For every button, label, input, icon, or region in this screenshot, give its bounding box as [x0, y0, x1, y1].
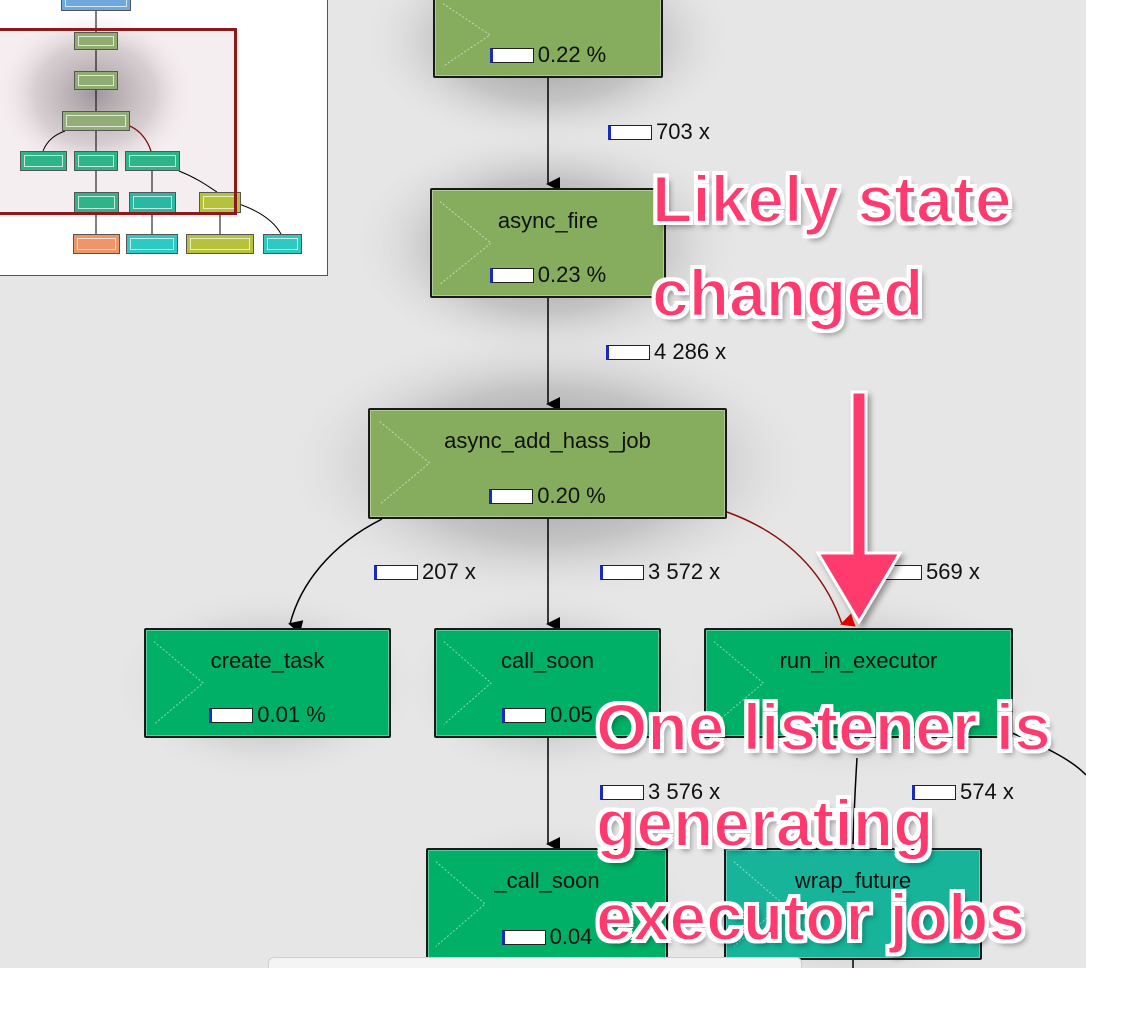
- node-title: call_soon: [501, 648, 594, 673]
- node-percentage: 0.04: [428, 924, 666, 950]
- chevron-decoration: [153, 641, 204, 725]
- chevron-decoration: [439, 201, 492, 285]
- edge-executor-to-wrap: [852, 757, 858, 845]
- edge-add-to-create: [288, 518, 383, 634]
- percentage-bar: [489, 267, 534, 283]
- chevron-decoration: [442, 3, 491, 67]
- percentage-bar: [501, 929, 546, 945]
- node-run-in-executor[interactable]: run_in_executor: [704, 628, 1013, 738]
- count-bar: [912, 784, 956, 800]
- percentage-bar: [209, 707, 254, 723]
- count-bar: [600, 564, 644, 580]
- percentage-bar: [489, 47, 534, 63]
- minimap-node: [263, 234, 302, 254]
- minimap-node: [20, 151, 67, 171]
- count-bar: [608, 124, 652, 140]
- count-bar: [878, 564, 922, 580]
- minimap-node: [74, 151, 118, 171]
- node-title: async_fire: [497, 208, 599, 233]
- node-async-fire[interactable]: async_fire 0.23 %: [430, 188, 666, 298]
- node-percentage: 0.23 %: [432, 262, 664, 288]
- node-percentage: 0.20 %: [370, 483, 725, 509]
- percentage-bar: [489, 488, 534, 504]
- count-add-to-create: 207 x: [374, 559, 476, 585]
- node-title: wrap_future: [794, 868, 912, 893]
- node-title: run_in_executor: [779, 648, 938, 673]
- node-create-task[interactable]: create_task 0.01 %: [144, 628, 391, 738]
- count-fire-to-add: 4 286 x: [606, 339, 726, 365]
- count-callsoon-to-call: 3 576 x: [600, 779, 720, 805]
- chevron-decoration: [379, 421, 431, 505]
- node-call-soon[interactable]: call_soon 0.05: [434, 628, 661, 738]
- graph-overview-minimap[interactable]: [0, 0, 328, 276]
- bottom-panel-edge: [268, 957, 802, 968]
- annotation-listener-line1: One listener is: [595, 690, 1052, 764]
- chevron-decoration: [443, 641, 492, 725]
- node-percentage: 0.05: [436, 702, 659, 728]
- minimap-node: [74, 71, 118, 90]
- annotation-state-line1: Likely state: [651, 162, 1013, 236]
- chevron-decoration: [713, 641, 765, 725]
- minimap-node: [62, 111, 130, 131]
- edge-executor-right: [1011, 732, 1086, 776]
- call-graph-canvas[interactable]: 703 x 4 286 x 207 x 3 572 x 569 x 3 576 …: [0, 0, 1086, 968]
- minimap-viewport[interactable]: [0, 28, 237, 215]
- node-title: async_add_hass_job: [444, 428, 651, 453]
- minimap-node: [73, 234, 120, 254]
- count-executor-to-wrap: 574 x: [912, 779, 1014, 805]
- count-top-to-fire: 703 x: [608, 119, 710, 145]
- minimap-node: [125, 151, 180, 171]
- node-title: create_task: [210, 648, 325, 673]
- node-wrap-future[interactable]: wrap_future: [724, 848, 982, 960]
- annotation-state-line2: changed: [651, 256, 924, 330]
- minimap-node: [74, 32, 118, 50]
- node-async-add-hass-job[interactable]: async_add_hass_job 0.20 %: [368, 408, 727, 519]
- percentage-bar: [502, 707, 547, 723]
- count-bar: [374, 564, 418, 580]
- count-add-to-executor: 569 x: [878, 559, 980, 585]
- annotation-listener-line3: executor jobs: [595, 880, 1026, 954]
- node-top[interactable]: 0.22 %: [433, 0, 663, 78]
- edge-add-to-executor: [726, 511, 856, 627]
- node-percentage: 0.01 %: [146, 702, 389, 728]
- count-bar: [606, 344, 650, 360]
- node-title: _call_soon: [494, 868, 600, 893]
- count-add-to-callsoon: 3 572 x: [600, 559, 720, 585]
- minimap-node: [61, 0, 131, 11]
- minimap-node: [186, 234, 254, 254]
- minimap-node: [126, 234, 178, 254]
- annotation-listener-line2: generating: [595, 786, 934, 860]
- node-percentage: 0.22 %: [435, 42, 661, 68]
- count-bar: [600, 784, 644, 800]
